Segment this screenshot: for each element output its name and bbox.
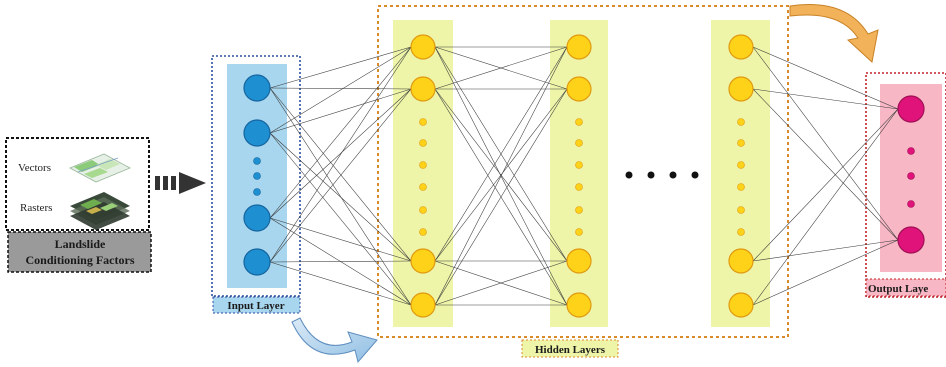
connection-line [434,46,568,262]
connection-line [269,88,412,219]
connection-line [269,132,412,262]
input-dot [253,157,261,165]
connection-line [269,132,412,306]
hidden-node [566,292,592,318]
connection-line [269,46,412,263]
input-node [243,248,271,276]
input-layer-label: Input Layer [227,300,284,312]
connection-line [752,239,899,262]
hidden-dot [737,139,745,147]
output-layer-label: Output Laye [868,283,928,295]
connection-line [752,46,899,110]
hidden-layers-label: Hidden Layers [535,344,606,356]
hidden-dot [419,118,427,126]
hidden-dot [737,228,745,236]
connection-line [269,87,412,262]
connection-line [434,46,568,306]
connection-line [752,88,899,110]
output-dot [907,172,915,180]
connection-line [752,108,899,262]
hidden-dot [575,206,583,214]
connection-line [269,88,412,134]
input-node [243,74,271,102]
conditioning-factors-box: Vectors Rasters Landslide Conditioning F… [5,137,152,273]
connection-line [269,217,412,262]
hidden-dot [419,183,427,191]
hidden-node [566,76,592,102]
connection-line [434,88,568,306]
connection-line [269,46,412,219]
curved-arrow-icon [789,4,879,63]
vectors-label: Vectors [18,162,51,174]
connection-line [434,46,568,90]
connection-line [269,87,412,90]
input-dot [253,172,261,180]
raster-map-icon [70,192,130,230]
connection-line [269,87,412,306]
caption-line-1: Landslide [55,237,106,251]
connections [269,46,899,306]
connection-line [434,260,568,306]
hidden-dot [419,139,427,147]
ellipsis-dots [625,171,699,179]
connection-line [752,88,899,241]
nodes [243,34,925,318]
hidden-layers-frame: Hidden Layers [377,5,789,358]
caption-line-2: Conditioning Factors [25,253,134,267]
hidden-dot [737,183,745,191]
connection-line [434,88,568,262]
dashed-arrow-icon [155,172,206,194]
hidden-node [566,34,592,60]
input-node [243,204,271,232]
hidden-node [410,76,436,102]
hidden-dot [575,228,583,236]
input-node [243,119,271,147]
hidden-dot [575,161,583,169]
rasters-label: Rasters [20,202,52,214]
hidden-dot [575,139,583,147]
hidden-node [566,248,592,274]
hidden-node [728,292,754,318]
vector-map-icon [69,153,131,183]
hidden-node [728,34,754,60]
output-dot [907,147,915,155]
hidden-dot [419,206,427,214]
connection-line [269,260,412,263]
hidden-node [728,76,754,102]
hidden-node [410,292,436,318]
hidden-dot [575,118,583,126]
curved-arrow-icon [291,317,378,364]
output-dot [907,200,915,208]
hidden-dot [737,118,745,126]
connection-line [752,46,899,241]
connection-line [269,88,412,263]
output-node [897,95,925,123]
hidden-dot [419,161,427,169]
connection-line [269,46,412,134]
hidden-node [410,248,436,274]
connection-line [269,46,412,89]
hidden-node [728,248,754,274]
hidden-dot [575,183,583,191]
hidden-dot [737,161,745,169]
input-dot [253,188,261,196]
hidden-node [410,34,436,60]
output-node [897,226,925,254]
connection-line [752,239,899,306]
hidden-dot [737,206,745,214]
connection-line [752,108,899,306]
hidden-dot [419,228,427,236]
connection-line [269,261,412,306]
